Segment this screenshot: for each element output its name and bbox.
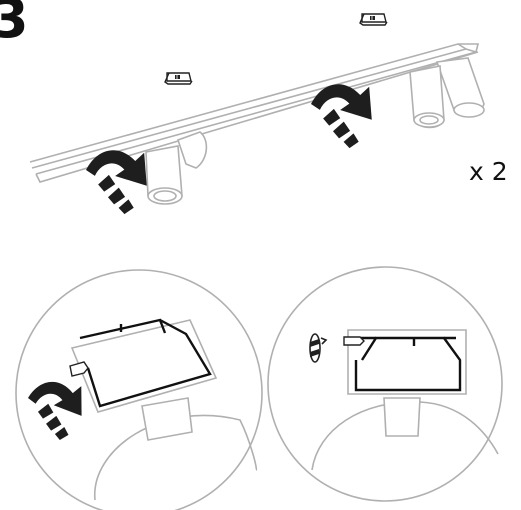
rotate-icon bbox=[309, 333, 328, 363]
detail-circle-left bbox=[15, 269, 263, 510]
mounting-clip-icon-right bbox=[359, 13, 388, 26]
curved-arrow-up-icon-left bbox=[83, 145, 153, 219]
mounting-clip-icon-left bbox=[164, 72, 193, 85]
curved-arrow-up-icon-right bbox=[308, 79, 378, 153]
detail-circle-right bbox=[267, 266, 503, 502]
quantity-label: x 2 bbox=[469, 157, 508, 186]
step-number: 3 bbox=[0, 0, 29, 50]
spotlight-right bbox=[409, 57, 485, 129]
spotlight-left bbox=[145, 131, 208, 205]
